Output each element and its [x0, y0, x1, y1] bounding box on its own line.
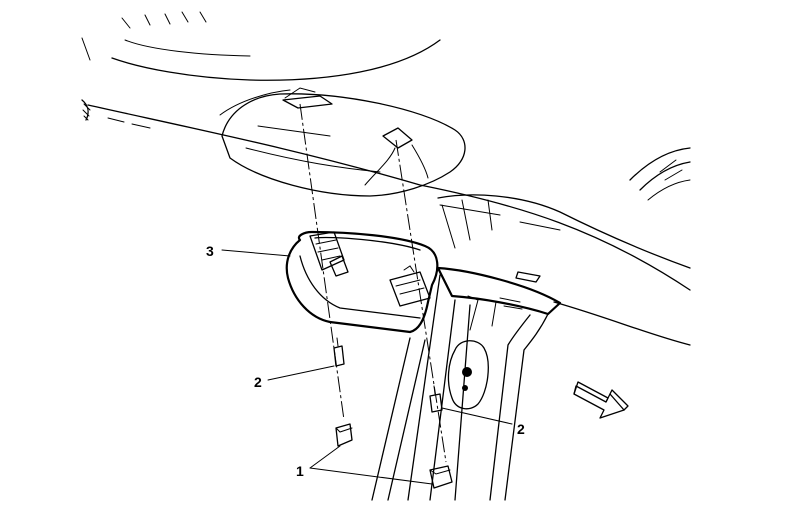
callout-3: 3	[206, 243, 214, 259]
pillar-mount-hole-upper	[462, 367, 472, 377]
console-clip-slot-left	[282, 95, 333, 109]
pillar-mount-hole-lower	[462, 385, 468, 391]
console-clip-slot-right	[382, 127, 413, 149]
fastener-right	[429, 385, 443, 413]
leader-3	[221, 249, 291, 257]
overhead-console	[221, 87, 466, 197]
leader-2-right	[441, 407, 513, 425]
cap-right	[429, 465, 453, 489]
grab-handle-assembly	[285, 230, 439, 334]
assembly-line-left	[299, 103, 345, 421]
leader-lines	[221, 249, 513, 485]
headliner-outline	[81, 37, 691, 346]
handle-clip-pocket-right	[389, 271, 431, 307]
pillar-trim-panel	[371, 266, 562, 501]
rear-window-corner	[629, 147, 691, 201]
overhead-dome-outline	[111, 11, 441, 116]
leader-2-left	[267, 365, 335, 381]
leader-1-a	[309, 445, 341, 469]
roof-vent-slot	[515, 271, 541, 283]
assembly-lines	[299, 103, 447, 463]
leader-1-b	[309, 467, 433, 485]
fastener-left	[333, 337, 345, 367]
cap-left	[335, 423, 353, 447]
pillar-oval-recess	[447, 340, 489, 410]
left-edge-detail	[81, 99, 91, 121]
callout-2-right: 2	[517, 421, 525, 437]
roof-panel-edge	[437, 194, 691, 283]
assembly-line-right	[395, 139, 447, 463]
forward-arrow-icon	[573, 381, 629, 419]
callout-1: 1	[296, 463, 304, 479]
callout-2-left: 2	[254, 374, 262, 390]
